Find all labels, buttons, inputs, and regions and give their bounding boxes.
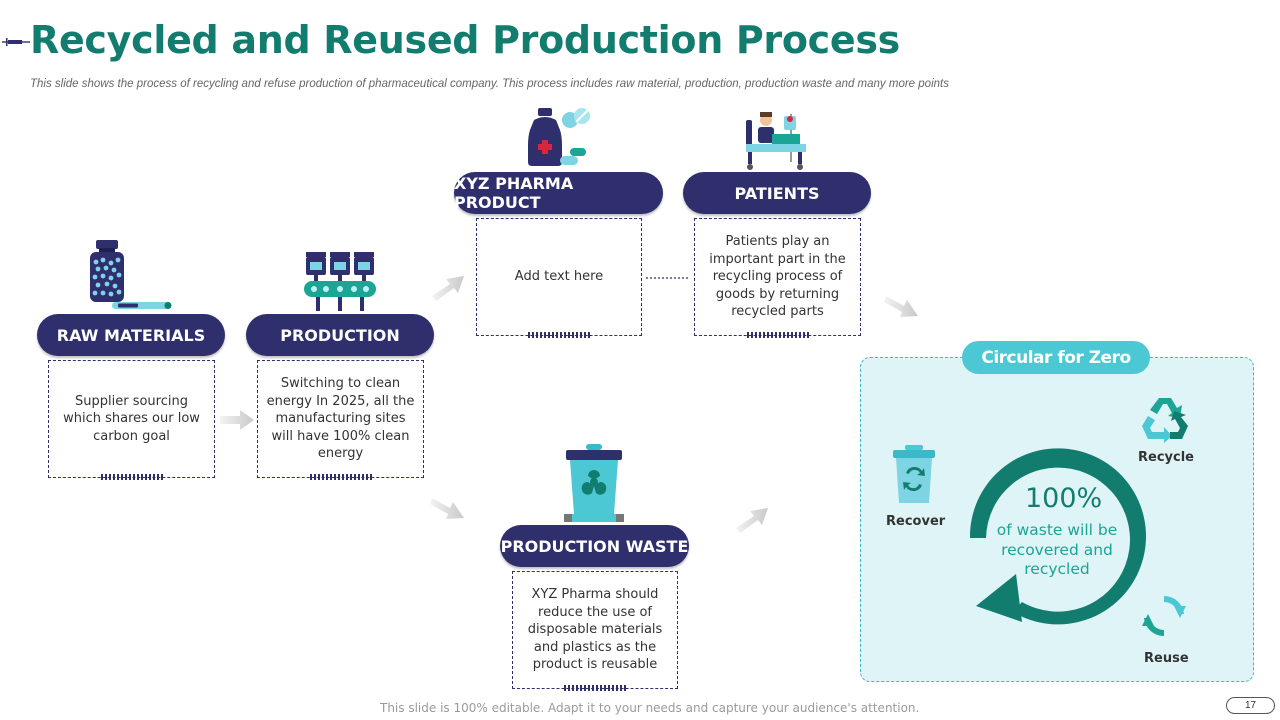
box-hatch xyxy=(100,474,163,480)
circular-zero-panel xyxy=(860,357,1254,682)
arrow-up-right-icon xyxy=(736,508,768,533)
raw-materials-text-box: Supplier sourcing which shares our low c… xyxy=(48,360,215,480)
production-waste-text-box: XYZ Pharma should reduce the use of disp… xyxy=(512,571,678,691)
syringe-logo-icon xyxy=(2,38,30,46)
pharma-bottle-pills-icon xyxy=(528,108,590,166)
biohazard-bin-icon xyxy=(564,444,624,522)
production-text: Switching to clean energy In 2025, all t… xyxy=(266,376,415,462)
dotted-connector xyxy=(646,277,690,279)
recycle-label: Recycle xyxy=(1138,450,1194,465)
page-title: Recycled and Reused Production Process xyxy=(30,18,901,62)
production-waste-label: PRODUCTION WASTE xyxy=(500,525,689,567)
xyz-pharma-product-text: Add text here xyxy=(514,269,604,285)
circular-zero-title: Circular for Zero xyxy=(962,341,1150,374)
conveyor-factory-icon xyxy=(304,252,376,311)
arrow-up-right-icon xyxy=(432,276,464,301)
production-text-box: Switching to clean energy In 2025, all t… xyxy=(257,360,424,480)
arrow-down-right-icon xyxy=(884,296,918,317)
circular-percent: 100% xyxy=(1025,483,1103,514)
xyz-pharma-product-text-box: Add text here xyxy=(476,218,642,338)
recover-label: Recover xyxy=(886,514,946,529)
raw-materials-text: Supplier sourcing which shares our low c… xyxy=(63,393,200,444)
box-hatch xyxy=(564,685,626,691)
xyz-pharma-product-label: XYZ PHARMA PRODUCT xyxy=(454,172,663,214)
recover-bin-icon xyxy=(893,445,935,503)
arrow-right-icon xyxy=(220,410,254,430)
patients-label: PATIENTS xyxy=(683,172,871,214)
page-subtitle: This slide shows the process of recyclin… xyxy=(30,78,949,90)
arrow-down-right-icon xyxy=(430,498,464,519)
medicine-bottle-thermometer-icon xyxy=(90,240,172,309)
patients-text-box: Patients play an important part in the r… xyxy=(694,218,861,338)
circular-text: of waste will be recovered and recycled xyxy=(996,521,1118,578)
circular-arrow-icon xyxy=(969,448,1146,625)
box-hatch xyxy=(746,332,809,338)
footer-note: This slide is 100% editable. Adapt it to… xyxy=(380,701,920,715)
production-label: PRODUCTION xyxy=(246,314,434,356)
box-hatch xyxy=(309,474,372,480)
box-hatch xyxy=(528,332,590,338)
raw-materials-label: RAW MATERIALS xyxy=(37,314,225,356)
page-number: 17 xyxy=(1226,697,1275,714)
patient-bed-icon xyxy=(746,112,806,170)
reuse-label: Reuse xyxy=(1144,651,1189,666)
production-waste-text: XYZ Pharma should reduce the use of disp… xyxy=(527,587,663,673)
recycle-icon xyxy=(1142,398,1188,443)
patients-text: Patients play an important part in the r… xyxy=(709,234,846,320)
reuse-icon xyxy=(1142,595,1186,637)
